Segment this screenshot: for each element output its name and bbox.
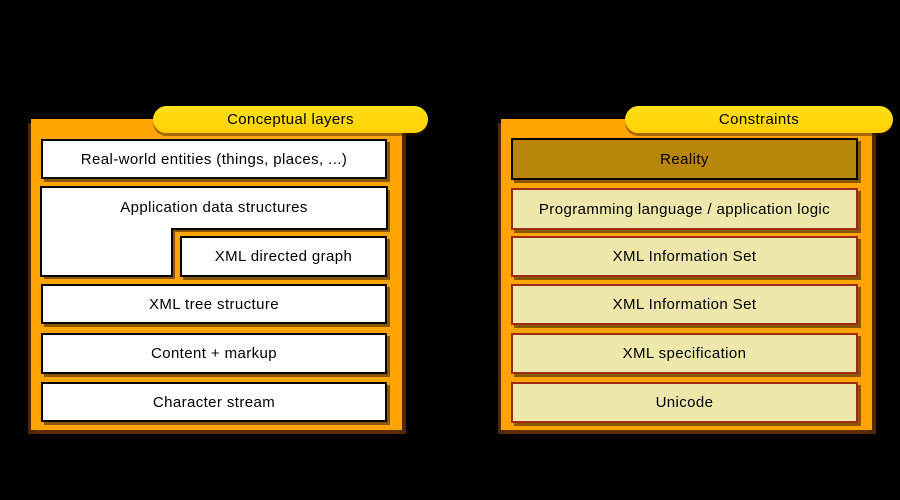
layer-box-xml-tree-structure: XML tree structure — [41, 284, 387, 324]
layer-box-character-stream: Character stream — [41, 382, 387, 422]
conceptual-layers-header: Conceptual layers — [153, 106, 428, 133]
layer-box-real-world-entities: Real-world entities (things, places, ...… — [41, 139, 387, 179]
constraint-box-xml-specification: XML specification — [511, 333, 858, 374]
layer-box-xml-directed-graph: XML directed graph — [180, 236, 387, 277]
conceptual-layers-panel: Real-world entities (things, places, ...… — [31, 119, 402, 430]
constraints-panel: Reality Programming language / applicati… — [501, 119, 872, 430]
constraint-box-xml-information-set-2: XML Information Set — [511, 284, 858, 325]
constraint-box-unicode: Unicode — [511, 382, 858, 423]
constraint-box-reality: Reality — [511, 138, 858, 180]
layer-box-content-plus-markup: Content + markup — [41, 333, 387, 374]
constraints-header: Constraints — [625, 106, 893, 133]
layer-box-application-data-structures-label: Application data structures — [120, 199, 308, 216]
constraint-box-programming-language: Programming language / application logic — [511, 188, 858, 230]
constraint-box-xml-information-set-1: XML Information Set — [511, 236, 858, 277]
